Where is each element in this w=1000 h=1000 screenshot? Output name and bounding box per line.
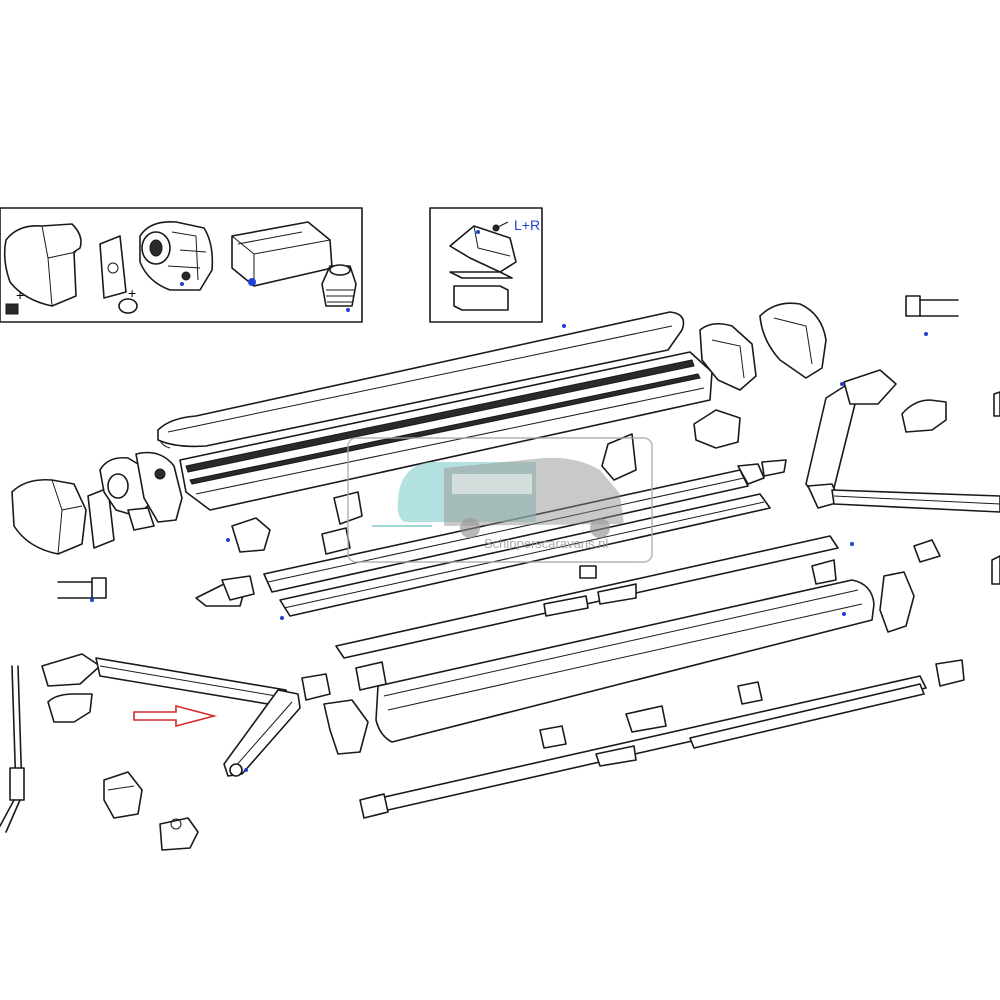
spacer-block <box>453 285 509 311</box>
clip-lower-4 <box>301 673 331 701</box>
inset-box-l-r: L+R <box>429 207 543 323</box>
cassette-rail <box>179 351 713 511</box>
edge-part-right-top <box>993 391 1000 417</box>
camper-silhouette <box>444 457 624 526</box>
left-gear-plate <box>87 487 115 549</box>
edge-part-right-mid <box>991 555 1000 585</box>
clip-right-a <box>913 539 941 563</box>
clip-c <box>321 527 351 555</box>
clip-lower-3 <box>625 705 667 733</box>
pin-set-right <box>905 295 959 317</box>
support-leg <box>0 665 25 833</box>
folding-arm-left <box>41 653 301 777</box>
bushing <box>118 298 138 314</box>
left-connector <box>221 575 255 601</box>
front-bar <box>375 579 875 743</box>
small-clip <box>5 303 19 315</box>
lower-rail <box>359 675 927 819</box>
highlight-arrow <box>133 704 218 728</box>
clip-a <box>231 517 271 553</box>
arm-end-cover-left <box>47 693 93 723</box>
left-drive-unit <box>99 451 183 531</box>
wall-bracket <box>103 771 143 819</box>
bracket-plate <box>99 235 127 299</box>
right-end-cap-outer <box>759 302 827 379</box>
spacer-block-top <box>449 271 513 279</box>
clip-lower-5 <box>355 661 387 691</box>
plus-sign-2: + <box>128 285 136 301</box>
arm-assembly-right <box>805 369 1000 513</box>
inset-label: L+R <box>514 217 540 233</box>
motor-unit <box>139 220 214 291</box>
mounting-bracket-2 <box>601 433 637 481</box>
lead-rail-middle <box>335 535 839 659</box>
blue-accent-dots <box>90 230 928 772</box>
watermark-text: Schipperscaravans.nl <box>484 536 608 551</box>
inset-box-accessories: + + <box>0 207 363 323</box>
left-end-cap <box>11 478 87 555</box>
pin-set-left <box>57 577 107 599</box>
clip-lower-1 <box>539 725 567 749</box>
front-bar-end-left <box>323 699 369 755</box>
plus-sign-1: + <box>16 287 24 303</box>
arm-cover-right <box>901 399 947 433</box>
mounting-bracket-1 <box>693 409 741 449</box>
clip-right-b <box>811 559 837 585</box>
caravan-silhouette <box>397 462 536 522</box>
end-cap-right-lower <box>879 571 915 633</box>
cassette-top-cover <box>157 311 685 449</box>
plug-connector <box>321 264 357 307</box>
lower-rail-right <box>689 659 965 749</box>
watermark: Schipperscaravans.nl <box>347 437 653 563</box>
fixing-bracket <box>159 817 199 851</box>
clip-lower-2 <box>737 681 763 705</box>
control-box <box>231 221 333 287</box>
